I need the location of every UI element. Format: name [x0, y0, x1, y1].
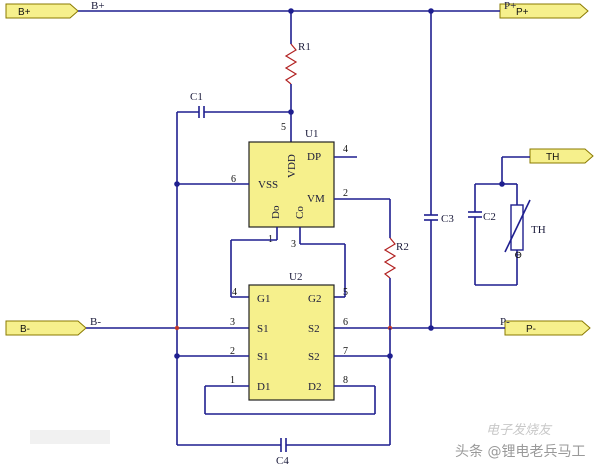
u2-pin-g1: 4: [232, 287, 237, 298]
u2-wiring: [174, 328, 393, 445]
u2-g1-label: G1: [257, 293, 270, 305]
resistor-r2: R2: [383, 199, 409, 328]
capacitor-c1: C1: [176, 91, 291, 445]
watermark: 电子发烧友 头条 @锂电老兵马工: [30, 423, 585, 460]
port-p-minus: P-: [504, 320, 591, 336]
ic-u2: U2 G1 G2 S1 S2 S1 S2 D1 D2 4 5 3 6 2 7 1…: [230, 271, 348, 401]
u1-vdd-label: VDD: [286, 154, 298, 178]
thermistor-th: ⊖ TH: [499, 156, 546, 285]
u2-pin-s2a: 6: [343, 317, 348, 328]
u2-s1b-label: S1: [257, 351, 269, 363]
u2-pin-d2: 8: [343, 375, 348, 386]
u2-label: U2: [289, 271, 302, 283]
u2-g2-label: G2: [308, 293, 321, 305]
port-p-minus-label: P-: [526, 324, 536, 335]
capacitor-c3: C3: [424, 11, 454, 331]
bottom-rail-wire: [86, 325, 505, 331]
th-label: TH: [531, 224, 546, 236]
port-b-minus-label: B-: [20, 324, 30, 335]
r2-label: R2: [396, 241, 409, 253]
port-th-label: TH: [546, 152, 559, 163]
capacitor-c4: C4: [177, 438, 390, 467]
u1-pin-co: 3: [291, 239, 296, 250]
u1-label: U1: [305, 128, 318, 140]
u2-pin-s2b: 7: [343, 346, 348, 357]
u2-d2-label: D2: [308, 381, 321, 393]
u1-vss-label: VSS: [258, 179, 278, 191]
u1-dp-label: DP: [307, 151, 321, 163]
u2-d1-label: D1: [257, 381, 270, 393]
c3-label: C3: [441, 213, 454, 225]
port-p-plus: P+: [499, 3, 589, 19]
u2-pin-g2: 5: [343, 287, 348, 298]
watermark-line2: 头条 @锂电老兵马工: [455, 443, 585, 460]
u1-pin-vdd: 5: [281, 122, 286, 133]
c1-label: C1: [190, 91, 203, 103]
port-b-plus-label: B+: [18, 7, 31, 18]
u1-pin-dp: 4: [343, 144, 348, 155]
u1-pin-vm: 2: [343, 188, 348, 199]
c2-label: C2: [483, 211, 496, 223]
net-label-b-minus: B-: [90, 316, 101, 328]
r1-label: R1: [298, 41, 311, 53]
u2-pin-d1: 1: [230, 375, 235, 386]
u2-s2b-label: S2: [308, 351, 320, 363]
port-b-plus: B+: [5, 3, 79, 19]
c4-label: C4: [276, 455, 289, 467]
u2-pin-s1a: 3: [230, 317, 235, 328]
u2-pin-s1b: 2: [230, 346, 235, 357]
svg-text:⊖: ⊖: [514, 250, 522, 261]
watermark-line1: 电子发烧友: [486, 423, 553, 438]
u1-co-label: Co: [294, 206, 306, 219]
u2-s2a-label: S2: [308, 323, 320, 335]
net-label-p-plus: P+: [504, 0, 516, 12]
net-label-b-plus: B+: [91, 0, 105, 12]
u2-s1a-label: S1: [257, 323, 269, 335]
u1-do-label: Do: [270, 205, 282, 219]
net-label-p-minus: P-: [500, 316, 510, 328]
u1-vm-label: VM: [307, 193, 325, 205]
u1-wiring: [174, 156, 390, 298]
resistor-r1: R1: [284, 11, 311, 142]
top-rail-wire: [78, 8, 500, 14]
capacitor-c2: C2: [468, 183, 517, 286]
port-b-minus: B-: [5, 320, 87, 336]
ic-u1: U1 VDD VSS DP VM Do Co 5 6 4 2 1 3: [231, 122, 348, 250]
u1-pin-vss: 6: [231, 174, 236, 185]
port-th: TH: [529, 148, 594, 164]
port-p-plus-label: P+: [516, 7, 529, 18]
